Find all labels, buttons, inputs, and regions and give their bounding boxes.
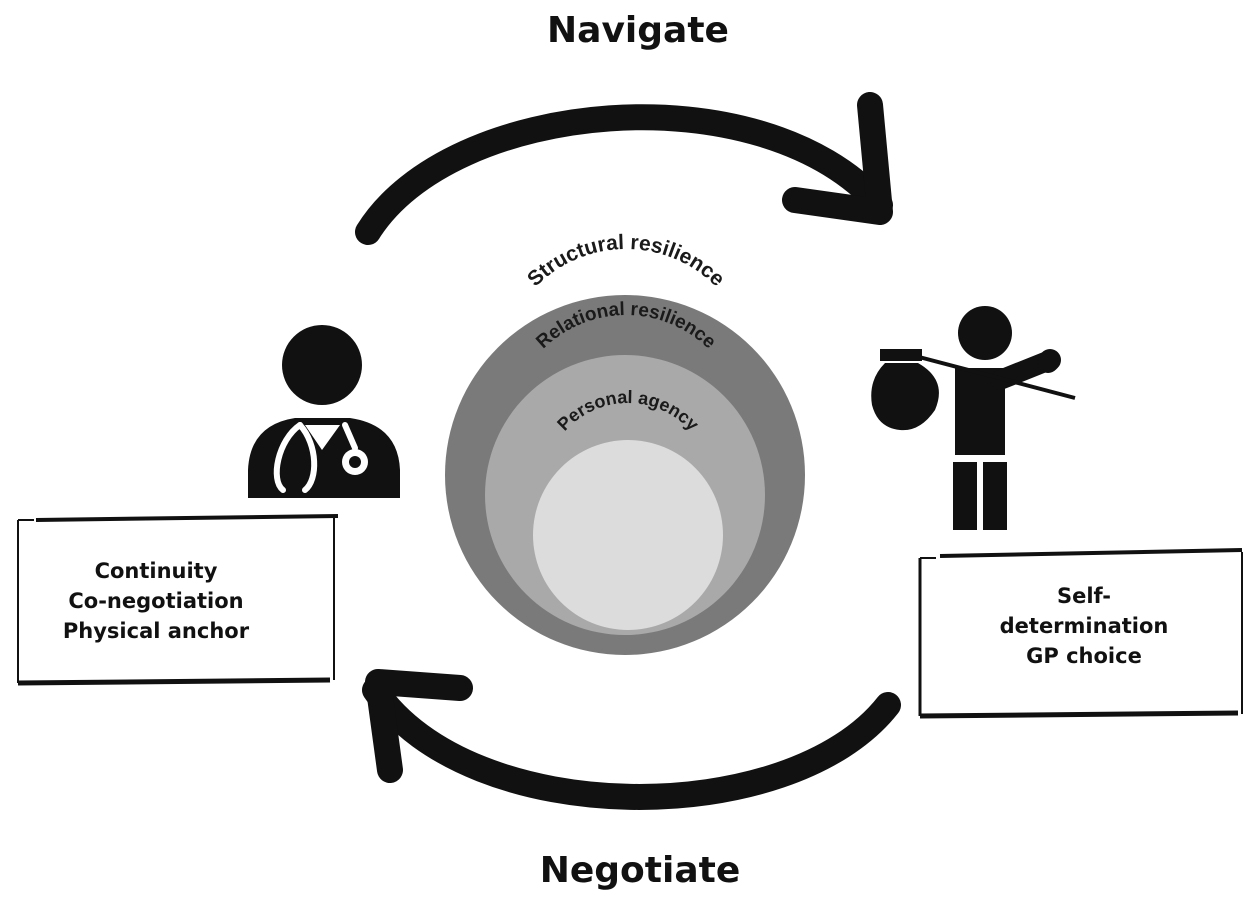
- navigate-arrow: [355, 92, 893, 245]
- navigate-label: Navigate: [547, 10, 729, 51]
- right-box-line-1: Self-: [1057, 584, 1111, 608]
- left-box: Continuity Co-negotiation Physical ancho…: [17, 514, 339, 686]
- right-box-line-2: determination: [1000, 614, 1169, 638]
- personal-agency-circle: [533, 440, 723, 630]
- negotiate-label: Negotiate: [540, 850, 741, 891]
- right-box-line-3: GP choice: [1026, 644, 1142, 668]
- doctor-icon: [248, 325, 400, 498]
- traveller-with-bindle-icon: [871, 306, 1076, 530]
- resilience-circles: [445, 295, 805, 655]
- negotiate-arrow: [362, 669, 901, 810]
- right-box: Self- determination GP choice: [918, 548, 1243, 719]
- left-box-line-1: Continuity: [95, 559, 218, 583]
- structural-resilience-label: Structural resilience: [523, 231, 729, 291]
- left-box-line-3: Physical anchor: [63, 619, 250, 643]
- left-box-line-2: Co-negotiation: [68, 589, 243, 613]
